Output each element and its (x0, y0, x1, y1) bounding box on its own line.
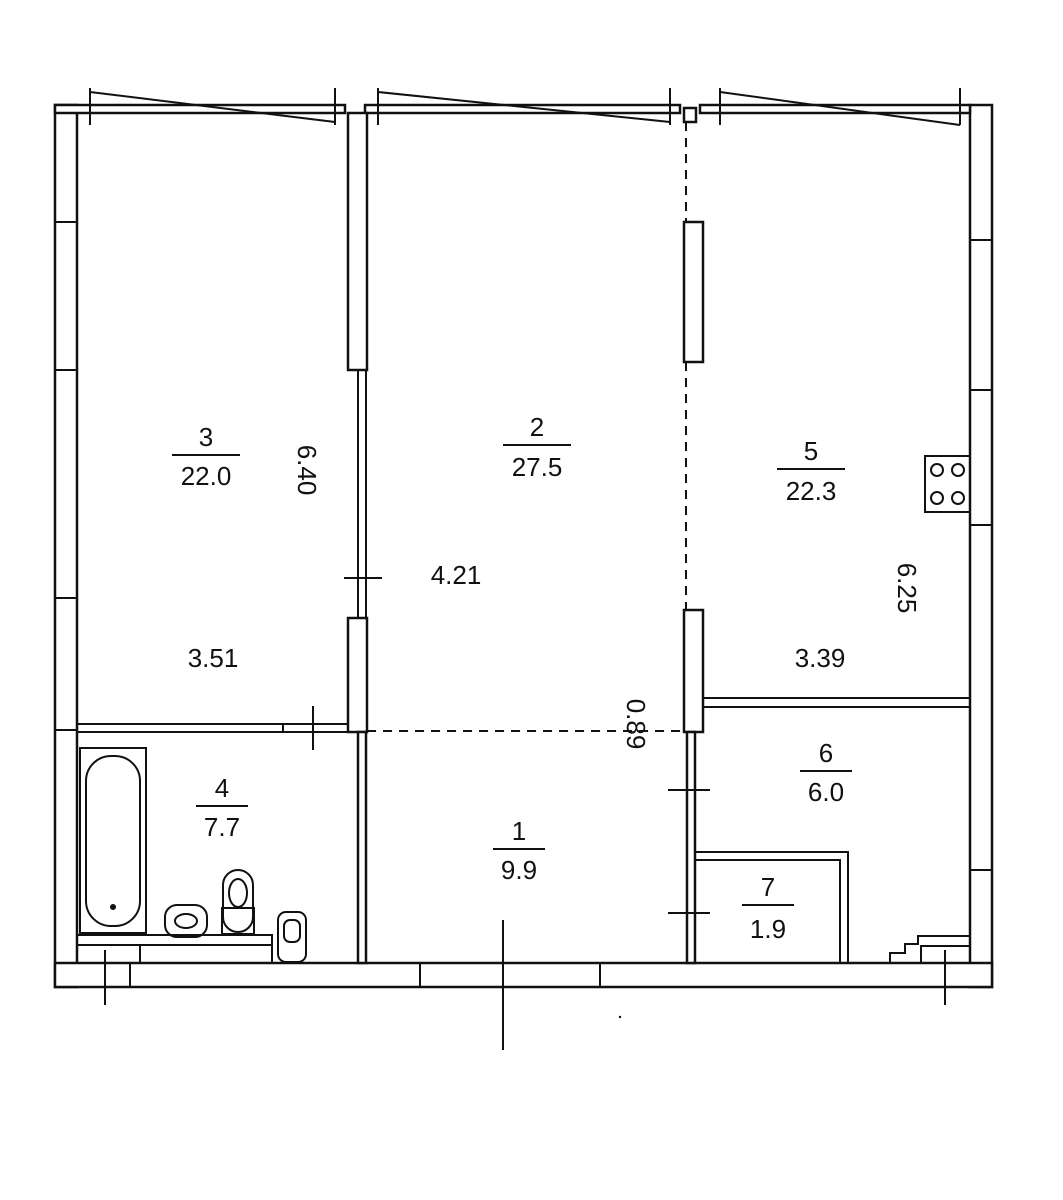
room-label-3: 3 22.0 (172, 422, 240, 491)
room-area: 1.9 (750, 914, 786, 944)
room-label-6: 6 6.0 (800, 738, 852, 807)
bathroom-counter (76, 934, 273, 964)
room-number: 3 (199, 422, 213, 452)
room-area: 9.9 (501, 855, 537, 885)
room-label-4: 4 7.7 (196, 773, 248, 842)
dimension-room2-width: 4.21 (431, 560, 482, 590)
outer-walls (53, 103, 994, 989)
room-area: 27.5 (512, 452, 563, 482)
room-label-2: 2 27.5 (503, 412, 571, 482)
room-area: 22.3 (786, 476, 837, 506)
room-number: 1 (512, 816, 526, 846)
room-number: 2 (530, 412, 544, 442)
room-area: 7.7 (204, 812, 240, 842)
room-area: 22.0 (181, 461, 232, 491)
dimension-room3-width: 3.51 (188, 643, 239, 673)
room-number: 4 (215, 773, 229, 803)
stove (924, 455, 971, 513)
dimension-hall-opening: 0.89 (621, 699, 651, 750)
room-label-5: 5 22.3 (777, 436, 845, 506)
room-label-1: 1 9.9 (493, 816, 545, 885)
room-label-7: 7 1.9 (742, 872, 794, 944)
room-number: 6 (819, 738, 833, 768)
room-area: 6.0 (808, 777, 844, 807)
interior-walls (77, 111, 970, 1050)
room-number: 7 (761, 872, 775, 902)
sink (164, 904, 208, 938)
toilet (221, 869, 255, 935)
bathtub (79, 747, 147, 934)
dimension-room5-height: 6.25 (892, 563, 922, 614)
windows (89, 88, 961, 126)
dimension-room3-height: 6.40 (292, 445, 322, 496)
room-number: 5 (804, 436, 818, 466)
dimension-room5-width: 3.39 (795, 643, 846, 673)
bidet (277, 911, 307, 963)
